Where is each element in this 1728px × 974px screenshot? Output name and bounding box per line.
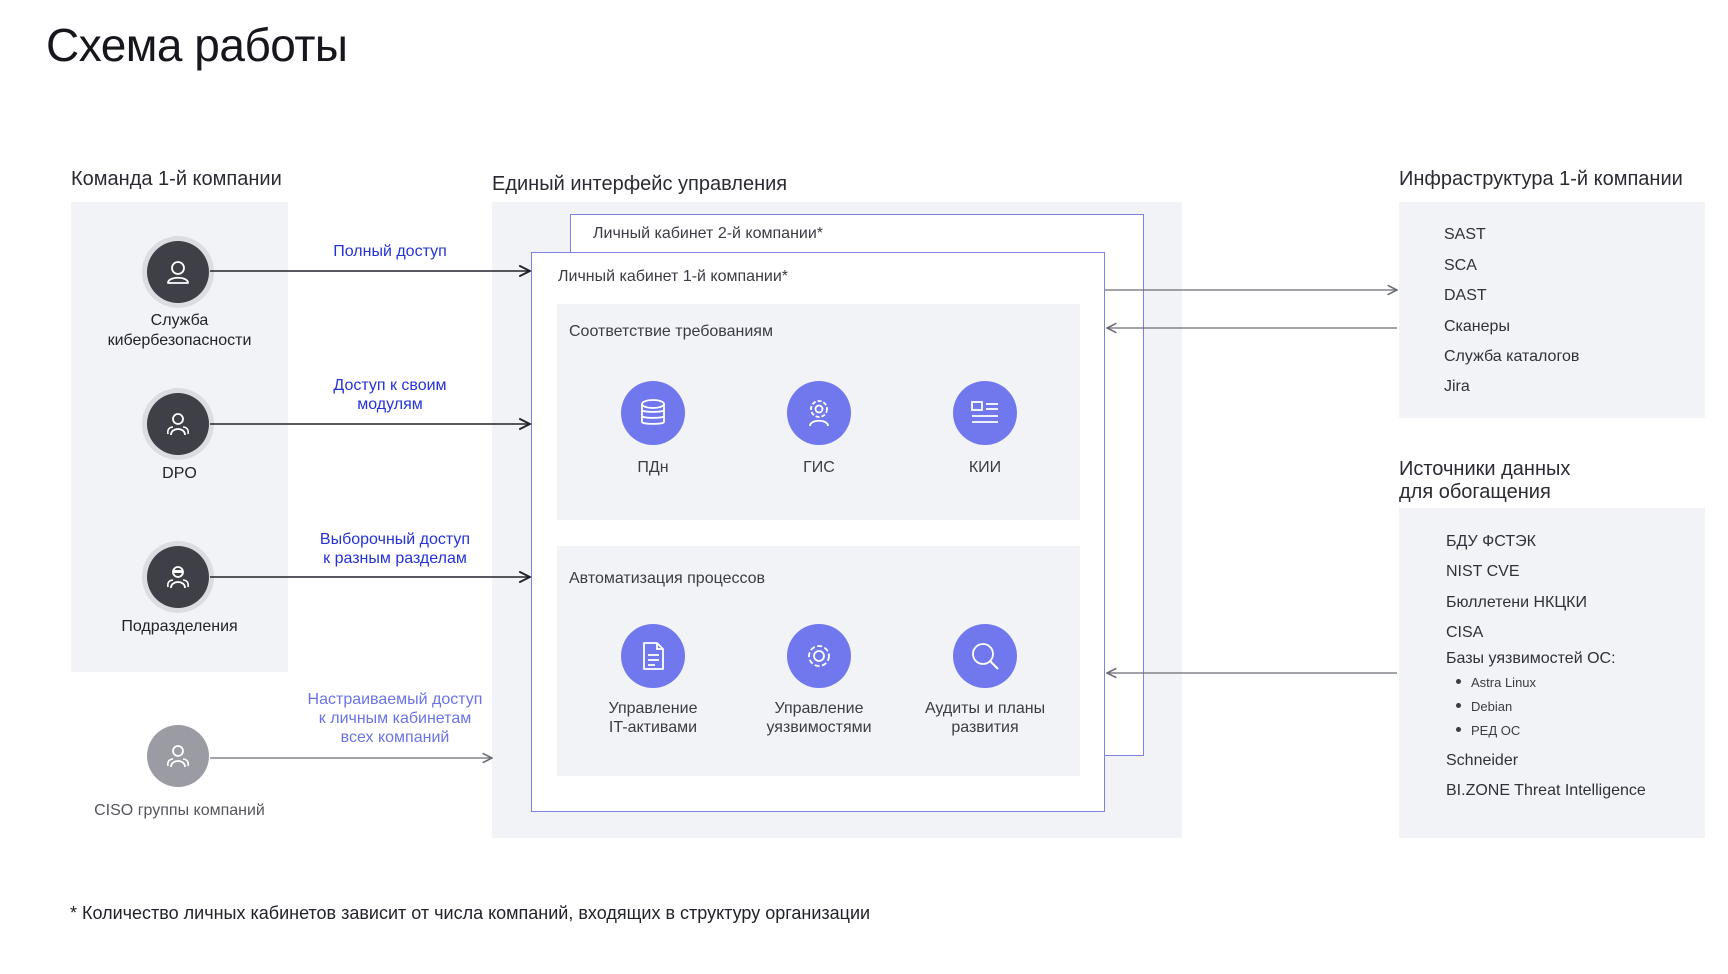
module-audits-label: Аудиты и планы развития (924, 700, 1046, 736)
page-title: Схема работы (46, 19, 348, 71)
team-title: Команда 1-й компании (71, 168, 282, 190)
role-label-ciso: CISO группы компаний (94, 802, 265, 819)
compliance-title: Соответствие требованиям (569, 323, 773, 340)
database-icon (641, 399, 665, 425)
cabinet-1-label: Личный кабинет 1-й компании* (558, 268, 789, 285)
module-vulns-label: Управление уязвимостями (766, 700, 872, 736)
source-item: CISA (1446, 624, 1484, 641)
os-item: Debian (1456, 699, 1512, 714)
role-avatar-security (142, 236, 214, 308)
users-icon (167, 413, 189, 436)
infrastructure-title: Инфраструктура 1-й компании (1399, 168, 1683, 190)
footnote: * Количество личных кабинетов зависит от… (70, 903, 871, 923)
os-item-label: Debian (1471, 699, 1513, 714)
bullet-icon (1456, 679, 1461, 685)
access-label-custom: Настраиваемый доступ к личным кабинетам … (307, 691, 483, 746)
source-item: BI.ZONE Threat Intelligence (1446, 782, 1646, 799)
infra-item: DAST (1444, 287, 1487, 304)
role-label-departments: Подразделения (121, 618, 238, 635)
source-item: NIST CVE (1446, 563, 1520, 580)
access-label-selective: Выборочный доступ к разным разделам (319, 531, 471, 567)
infra-item: SAST (1444, 226, 1486, 243)
os-item-label: РЕД ОС (1471, 723, 1521, 738)
infra-item: Jira (1444, 378, 1470, 395)
os-item: Astra Linux (1456, 675, 1536, 690)
file-icon (643, 642, 664, 670)
source-item: БДУ ФСТЭК (1446, 533, 1536, 550)
os-item: РЕД ОС (1456, 723, 1520, 738)
os-item-label: Astra Linux (1471, 675, 1537, 690)
user-icon (167, 261, 189, 284)
bullet-icon (1456, 703, 1461, 709)
users-icon (167, 745, 189, 768)
role-label-security: Служба кибербезопасности (107, 312, 252, 349)
module-gis-button[interactable] (787, 381, 851, 445)
role-label-dpo: DPO (162, 465, 197, 482)
access-label-full: Полный доступ (333, 243, 447, 260)
module-kii-label: КИИ (968, 459, 1002, 476)
gear-user-icon (809, 400, 829, 427)
document-list-icon (971, 401, 998, 423)
sources-panel (1399, 508, 1705, 838)
role-avatar-dpo (142, 388, 214, 460)
module-pdn-button[interactable] (621, 381, 685, 445)
bullet-icon (1456, 727, 1461, 733)
module-assets-label: Управление IT-активами (608, 700, 698, 736)
infrastructure-panel (1399, 202, 1705, 418)
module-audits-button[interactable] (953, 624, 1017, 688)
module-pdn-label: ПДн (637, 459, 669, 476)
source-item: Базы уязвимостей ОС: (1446, 650, 1616, 667)
automation-title: Автоматизация процессов (569, 570, 766, 587)
cabinet-2-label: Личный кабинет 2-й компании* (593, 225, 824, 242)
interface-title: Единый интерфейс управления (492, 173, 788, 195)
module-vulns-button[interactable] (787, 624, 851, 688)
source-item: Schneider (1446, 752, 1519, 769)
module-gis-label: ГИС (803, 459, 835, 476)
users-masked-icon (167, 566, 189, 589)
role-avatar-departments (142, 541, 214, 613)
search-icon (972, 643, 999, 670)
infra-item: SCA (1444, 257, 1477, 274)
module-kii-button[interactable] (953, 381, 1017, 445)
access-label-own: Доступ к своим модулям (333, 377, 447, 413)
role-avatar-ciso (142, 720, 214, 792)
module-assets-button[interactable] (621, 624, 685, 688)
source-item: Бюллетени НКЦКИ (1446, 594, 1587, 611)
infra-item: Служба каталогов (1444, 348, 1580, 365)
gear-icon (808, 645, 830, 667)
sources-title: Источники данных для обогащения (1399, 458, 1571, 503)
infra-item: Сканеры (1444, 318, 1510, 335)
